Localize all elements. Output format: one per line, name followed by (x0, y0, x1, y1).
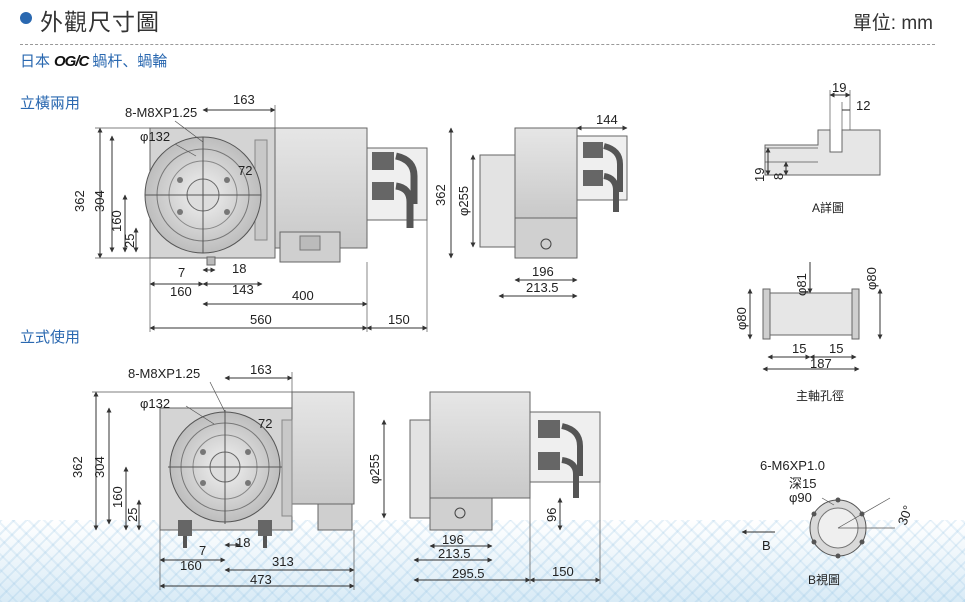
dim-144-b: 144 (596, 112, 618, 127)
dim-96-d: 96 (544, 508, 559, 522)
phi80-right-label: φ80 (864, 267, 879, 290)
dim-150-d: 150 (552, 564, 574, 579)
side-view-horizontal (479, 127, 628, 259)
dim-18-c: 18 (236, 535, 250, 550)
dim-72-a: 72 (238, 163, 252, 178)
dim-72-c: 72 (258, 416, 272, 431)
unit-label: 單位: mm (852, 13, 933, 34)
detail-a-caption: A詳圖 (812, 200, 844, 215)
dim-304-c: 304 (92, 456, 107, 478)
view-b-phi90: φ90 (789, 490, 812, 505)
dim-19-left: 19 (752, 168, 767, 182)
dim-163-c: 163 (250, 362, 272, 377)
front-view-vertical (159, 391, 355, 548)
view-b-depth: 深15 (789, 476, 816, 491)
dim-160h-a: 160 (170, 284, 192, 299)
phi132-label-c: φ132 (140, 396, 170, 411)
front-view-horizontal-dimensions: 362 304 160 25 163 8-M8XP1.25 φ132 72 7 … (72, 92, 428, 332)
dim-150-a: 150 (388, 312, 410, 327)
header: 外觀尺寸圖 單位: mm (0, 0, 965, 48)
dim-25-c: 25 (125, 508, 140, 522)
phi255-label-d: φ255 (367, 454, 382, 484)
side-view-vertical-dimensions: φ255 96 196 213.5 295.5 150 (367, 419, 601, 584)
dim-187: 187 (810, 356, 832, 371)
dim-400-a: 400 (292, 288, 314, 303)
view-b-caption: B視圖 (808, 572, 840, 587)
bullet-icon (20, 12, 32, 24)
section-vertical-label: 立式使用 (20, 329, 81, 346)
spindle-bore-drawing: φ81 φ80 φ80 15 15 187 主軸孔徑 (734, 262, 883, 403)
dim-12: 12 (856, 98, 870, 113)
dim-25-a: 25 (122, 234, 137, 248)
dim-18-a: 18 (232, 261, 246, 276)
header-divider (20, 44, 935, 45)
view-b-bolt: 6-M6XP1.0 (760, 458, 825, 473)
dim-362-b: 362 (433, 184, 448, 206)
section-horizontal-label: 立橫兩用 (20, 95, 81, 112)
phi132-label-a: φ132 (140, 129, 170, 144)
view-b-drawing: 6-M6XP1.0 深15 φ90 30° B B視圖 (741, 458, 916, 587)
subtitle-suffix: 蝸杆、蝸輪 (92, 53, 168, 70)
dim-7-a: 7 (178, 265, 185, 280)
dim-160h-c: 160 (180, 558, 202, 573)
phi81-label: φ81 (794, 273, 809, 296)
phi255-label-b: φ255 (456, 186, 471, 216)
brand-logo: OG/C (54, 53, 89, 70)
dim-362-a: 362 (72, 190, 87, 212)
side-view-horizontal-dimensions: 362 φ255 144 196 213.5 (433, 112, 628, 299)
bolt-label-c: 8-M8XP1.25 (128, 366, 200, 381)
dim-143-a: 143 (232, 282, 254, 297)
dim-160v-c: 160 (110, 486, 125, 508)
view-b-angle: 30° (895, 503, 916, 527)
subtitle-prefix: 日本 (20, 53, 51, 70)
dim-295-5-d: 295.5 (452, 566, 485, 581)
dim-15-b: 15 (829, 341, 843, 356)
dim-213-5-d: 213.5 (438, 546, 471, 561)
front-view-horizontal (144, 127, 428, 266)
bolt-label-a: 8-M8XP1.25 (125, 105, 197, 120)
page-title: 外觀尺寸圖 (40, 9, 160, 35)
detail-a-drawing: 19 12 19 8 A詳圖 (752, 80, 881, 215)
dim-313-c: 313 (272, 554, 294, 569)
dim-8: 8 (771, 173, 786, 180)
dim-473-c: 473 (250, 572, 272, 587)
dim-304-a: 304 (92, 190, 107, 212)
dim-7-c: 7 (199, 543, 206, 558)
dim-196-b: 196 (532, 264, 554, 279)
dim-213-5-b: 213.5 (526, 280, 559, 295)
phi80-left-label: φ80 (734, 307, 749, 330)
spindle-caption: 主軸孔徑 (796, 389, 844, 403)
view-b-arrow-label: B (762, 538, 771, 553)
dim-19-top: 19 (832, 80, 846, 95)
side-view-vertical (409, 391, 601, 531)
dim-362-c: 362 (70, 456, 85, 478)
dim-560-a: 560 (250, 312, 272, 327)
dim-196-d: 196 (442, 532, 464, 547)
front-view-vertical-dimensions: 362 304 160 25 163 8-M8XP1.25 φ132 72 7 … (70, 362, 355, 590)
dim-160v-a: 160 (109, 210, 124, 232)
dim-15-a: 15 (792, 341, 806, 356)
dim-163-a: 163 (233, 92, 255, 107)
